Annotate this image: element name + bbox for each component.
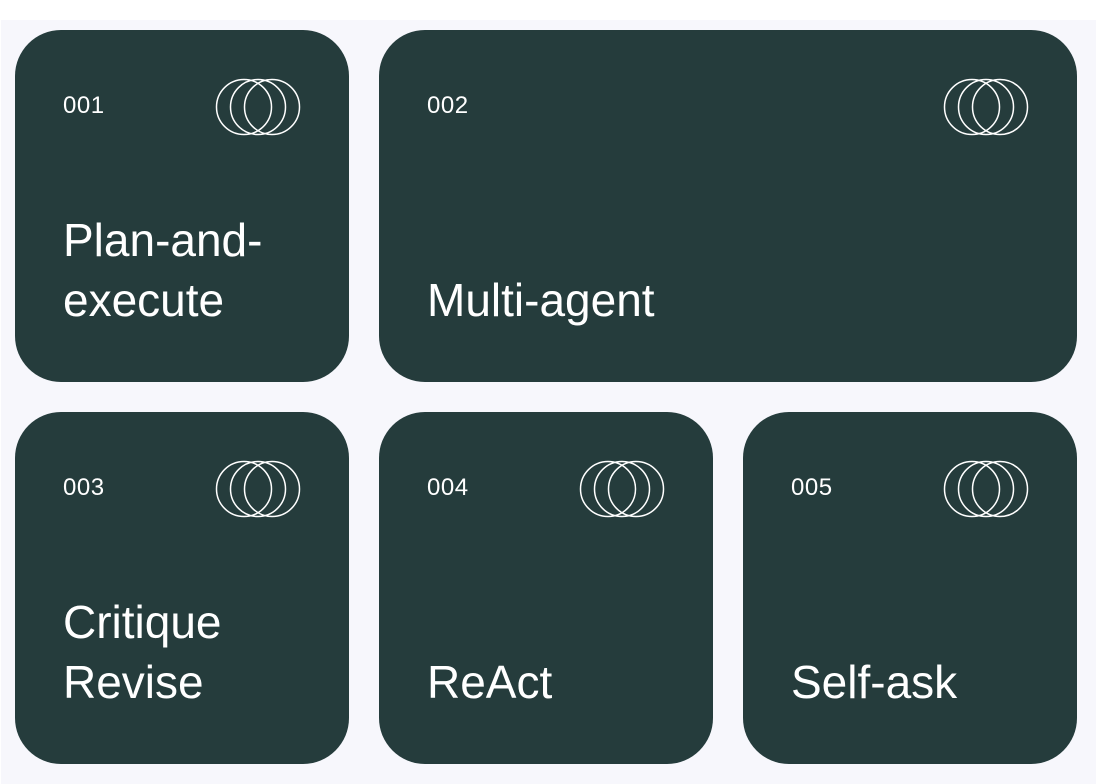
overlapping-circles-icon xyxy=(943,78,1029,136)
card-number: 005 xyxy=(791,474,833,501)
card-number: 002 xyxy=(427,92,469,119)
card-title: Critique Revise xyxy=(63,596,222,708)
card-title: Self-ask xyxy=(791,656,958,708)
card-number: 004 xyxy=(427,474,469,501)
card-title: Plan-and- execute xyxy=(63,214,263,326)
card-title: Multi-agent xyxy=(427,274,655,326)
card-number: 001 xyxy=(63,92,105,119)
overlapping-circles-icon xyxy=(215,460,301,518)
card-title: ReAct xyxy=(427,656,553,708)
card-critique-revise[interactable]: 003 Critique Revise xyxy=(15,412,349,764)
cards-grid: 001 Plan-and- execute 002 Multi-agent 00… xyxy=(1,20,1096,784)
card-plan-and-execute[interactable]: 001 Plan-and- execute xyxy=(15,30,349,382)
card-react[interactable]: 004 ReAct xyxy=(379,412,713,764)
card-number: 003 xyxy=(63,474,105,501)
overlapping-circles-icon xyxy=(579,460,665,518)
overlapping-circles-icon xyxy=(215,78,301,136)
card-multi-agent[interactable]: 002 Multi-agent xyxy=(379,30,1077,382)
overlapping-circles-icon xyxy=(943,460,1029,518)
card-self-ask[interactable]: 005 Self-ask xyxy=(743,412,1077,764)
